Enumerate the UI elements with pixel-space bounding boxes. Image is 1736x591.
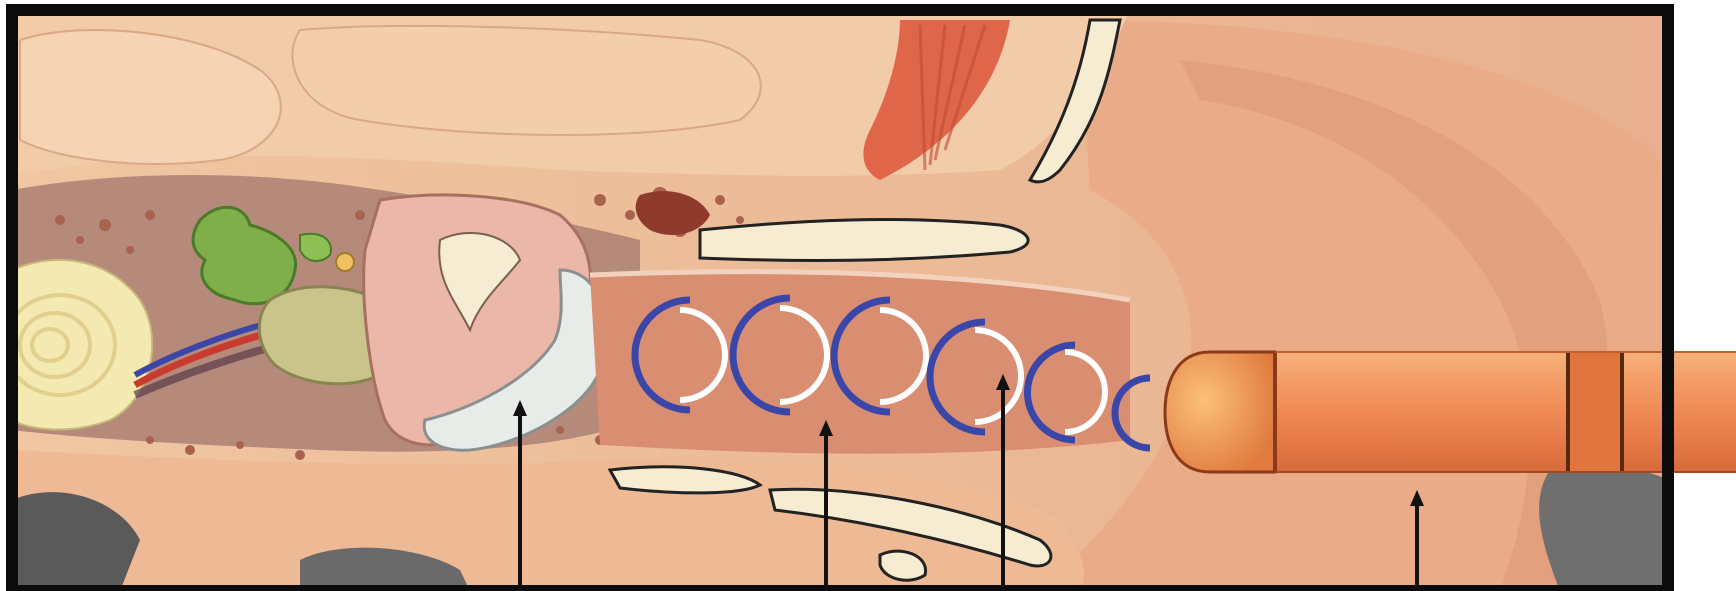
probe-band	[1568, 352, 1622, 472]
lower-dark-region-right	[1539, 466, 1668, 591]
upper-lobe-2	[293, 26, 761, 135]
probe	[1165, 352, 1736, 472]
ear-canal	[590, 272, 1130, 454]
probe-tip	[1165, 352, 1275, 472]
bone-strip-middle	[700, 220, 1028, 261]
